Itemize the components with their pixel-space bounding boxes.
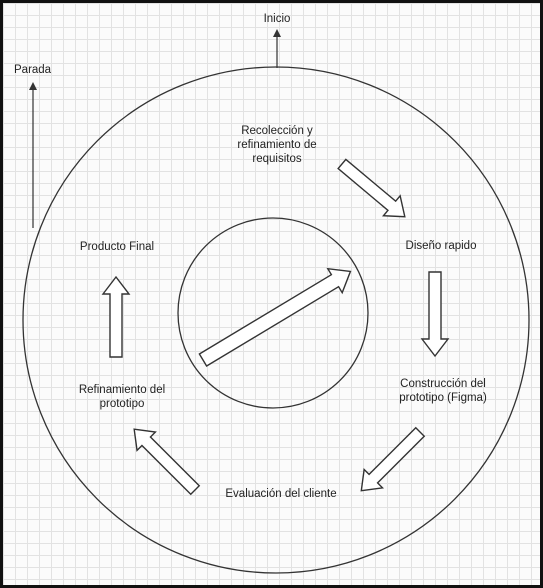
inner-circle [177, 217, 369, 409]
stop-label: Parada [14, 64, 52, 76]
start-label: Inicio [263, 13, 291, 25]
inner-diagonal-arrow [198, 267, 352, 367]
prototype-build-label: Construcción del prototipo (Figma) [399, 378, 487, 404]
requirements-label: Recolección y refinamiento de requisitos [237, 125, 317, 165]
prototype-refine-label: Refinamiento del prototipo [78, 384, 166, 410]
outer-cycle-circle [22, 66, 530, 574]
block-arrow-refinement-to-final [101, 275, 131, 358]
block-arrow-build-to-evaluation [360, 426, 426, 492]
final-product-label: Producto Final [79, 241, 155, 253]
client-eval-label: Evaluación del cliente [225, 488, 337, 500]
block-arrow-requirements-to-design [337, 158, 406, 218]
quick-design-label: Diseño rapido [405, 240, 477, 252]
block-arrow-evaluation-to-refinement [133, 428, 201, 496]
block-arrow-design-to-build [420, 271, 450, 358]
